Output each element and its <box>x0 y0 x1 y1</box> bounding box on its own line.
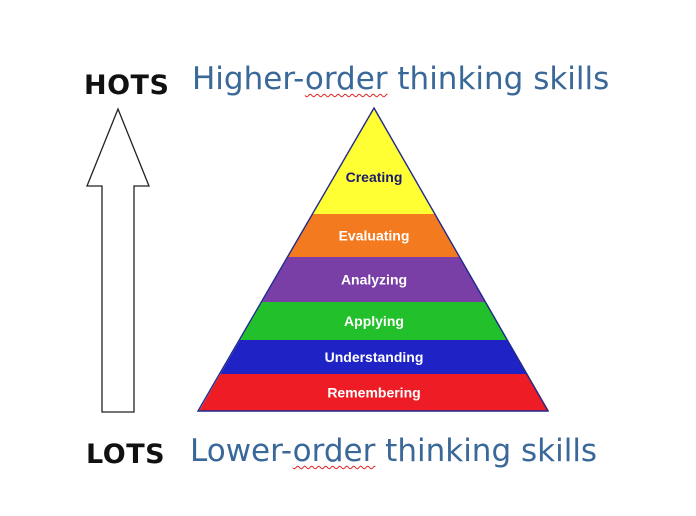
pyramid-label-evaluating: Evaluating <box>339 228 410 244</box>
pyramid-level-applying <box>240 302 508 340</box>
pyramid-level-remembering <box>199 374 549 411</box>
pyramid-label-understanding: Understanding <box>325 349 424 365</box>
pyramid-level-analyzing <box>261 257 487 302</box>
pyramid-label-analyzing: Analyzing <box>341 272 407 288</box>
pyramid-level-understanding <box>220 340 528 374</box>
lower-heading-underlined: order <box>292 433 376 469</box>
pyramid-level-creating <box>312 108 436 214</box>
pyramid-outline <box>196 106 550 412</box>
higher-order-heading: Higher-order thinking skills <box>192 61 609 97</box>
pyramid-label-creating: Creating <box>346 169 403 185</box>
pyramid-label-remembering: Remembering <box>327 385 420 401</box>
higher-heading-first: Higher- <box>192 61 305 97</box>
higher-heading-rest: thinking skills <box>387 61 610 97</box>
lots-label: LOTS <box>86 439 166 470</box>
hots-label: HOTS <box>84 70 170 101</box>
pyramid-label-applying: Applying <box>344 313 404 329</box>
pyramid-level-evaluating <box>287 214 461 257</box>
bloom-taxonomy-pyramid: CreatingEvaluatingAnalyzingApplyingUnder… <box>196 106 550 412</box>
lower-heading-rest: thinking skills <box>375 433 598 469</box>
up-arrow-shape <box>86 107 150 413</box>
lower-order-heading: Lower-order thinking skills <box>190 433 597 469</box>
higher-heading-underlined: order <box>304 61 388 97</box>
lower-heading-first: Lower- <box>190 433 293 469</box>
up-arrow-icon <box>86 107 150 413</box>
